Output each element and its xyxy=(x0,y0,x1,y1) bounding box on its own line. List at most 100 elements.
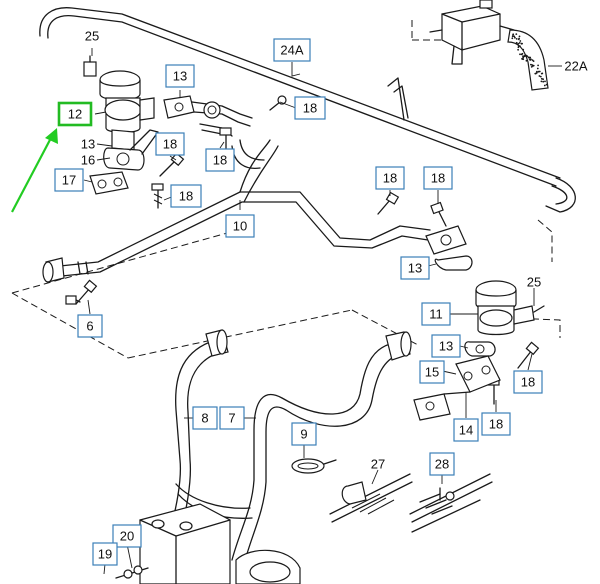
callout-box xyxy=(400,256,430,280)
callout-label: 11 xyxy=(429,307,443,322)
callout-label: 18 xyxy=(431,171,445,186)
callout-11: 11 xyxy=(421,302,451,326)
callout-18: 18 xyxy=(375,166,405,190)
callout-6: 6 xyxy=(77,314,103,338)
hose-8 xyxy=(169,329,229,535)
callout-label: 18 xyxy=(489,417,503,432)
highlight-pointer-arrow xyxy=(11,128,58,213)
callout-box xyxy=(155,132,185,156)
pipe-10 xyxy=(42,139,431,283)
bottom-housing xyxy=(115,503,301,584)
callout-label: 13 xyxy=(439,339,453,354)
cable-tie-27 xyxy=(329,473,413,523)
callout-19: 19 xyxy=(92,542,118,566)
callout-box xyxy=(92,542,118,566)
callout-27: 27 xyxy=(371,457,385,472)
callout-box xyxy=(423,166,453,190)
callout-15: 15 xyxy=(419,360,445,384)
callout-box xyxy=(481,412,511,436)
callout-label: 18 xyxy=(163,137,177,152)
callout-box xyxy=(453,418,479,442)
callout-label: 9 xyxy=(300,427,307,442)
callout-10: 10 xyxy=(225,214,255,238)
callout-box xyxy=(165,64,195,88)
leader-lines xyxy=(83,48,535,575)
callout-box xyxy=(77,314,103,338)
callout-box xyxy=(421,302,451,326)
callout-12-highlighted: 12 xyxy=(57,101,93,127)
callout-label: 13 xyxy=(408,261,422,276)
cable-tie-28 xyxy=(409,473,493,533)
callout-label: 14 xyxy=(459,423,473,438)
callout-box xyxy=(419,360,445,384)
callout-label: 8 xyxy=(201,411,208,426)
callout-16: 16 xyxy=(81,153,95,168)
bracket-pipe-left xyxy=(163,95,253,137)
hose-22a xyxy=(507,29,562,91)
callout-label: 18 xyxy=(521,375,535,390)
callout-22A: 22A xyxy=(564,59,587,74)
callout-13: 13 xyxy=(400,256,430,280)
callout-box xyxy=(273,38,311,62)
callout-17: 17 xyxy=(54,168,84,192)
hose-7 xyxy=(175,331,412,565)
hose-texture xyxy=(511,33,548,87)
callout-18: 18 xyxy=(155,132,185,156)
callout-label: 18 xyxy=(179,189,193,204)
callout-13: 13 xyxy=(431,334,461,358)
callout-box xyxy=(192,406,218,430)
callout-20: 20 xyxy=(112,524,142,548)
callout-18: 18 xyxy=(481,412,511,436)
callout-18: 18 xyxy=(294,96,326,120)
callout-box xyxy=(54,168,84,192)
callout-label: 25 xyxy=(85,29,99,44)
pressure-converter xyxy=(429,0,515,65)
callout-label: 10 xyxy=(233,219,247,234)
callout-label: 15 xyxy=(425,365,439,380)
callout-label: 7 xyxy=(228,411,235,426)
callout-13: 13 xyxy=(81,137,95,152)
callout-28: 28 xyxy=(429,452,455,476)
callout-label: 25 xyxy=(527,275,541,290)
callout-label: 20 xyxy=(120,529,134,544)
callout-label: 16 xyxy=(81,153,95,168)
callout-box xyxy=(294,96,326,120)
callout-18: 18 xyxy=(170,184,202,208)
callout-label: 22A xyxy=(564,59,587,74)
callout-box xyxy=(170,184,202,208)
gasket-and-flange-left xyxy=(89,129,159,195)
callout-label: 13 xyxy=(173,69,187,84)
callout-box xyxy=(112,524,142,548)
callout-25: 25 xyxy=(527,275,541,290)
callout-label: 24A xyxy=(280,43,303,58)
callout-label: 12 xyxy=(68,107,82,122)
callout-13: 13 xyxy=(165,64,195,88)
bolts xyxy=(65,95,540,405)
callout-box xyxy=(429,452,455,476)
callout-label: 17 xyxy=(62,173,76,188)
egr-valve-left xyxy=(83,55,155,151)
egr-valve-right xyxy=(413,225,545,421)
callout-label: 19 xyxy=(98,547,112,562)
callout-box xyxy=(57,101,93,127)
callout-18: 18 xyxy=(513,370,543,394)
callout-24A: 24A xyxy=(273,38,311,62)
callout-7: 7 xyxy=(219,406,245,430)
hose-clamp-9 xyxy=(291,458,337,474)
callout-label: 18 xyxy=(383,171,397,186)
callout-18: 18 xyxy=(423,166,453,190)
callout-box xyxy=(219,406,245,430)
callout-label: 27 xyxy=(371,457,385,472)
callout-label: 18 xyxy=(213,153,227,168)
callout-box xyxy=(225,214,255,238)
callout-9: 9 xyxy=(291,422,317,446)
callout-label: 13 xyxy=(81,137,95,152)
callout-box xyxy=(513,370,543,394)
callout-box xyxy=(431,334,461,358)
callout-label: 18 xyxy=(303,101,317,116)
callout-box xyxy=(375,166,405,190)
callout-14: 14 xyxy=(453,418,479,442)
